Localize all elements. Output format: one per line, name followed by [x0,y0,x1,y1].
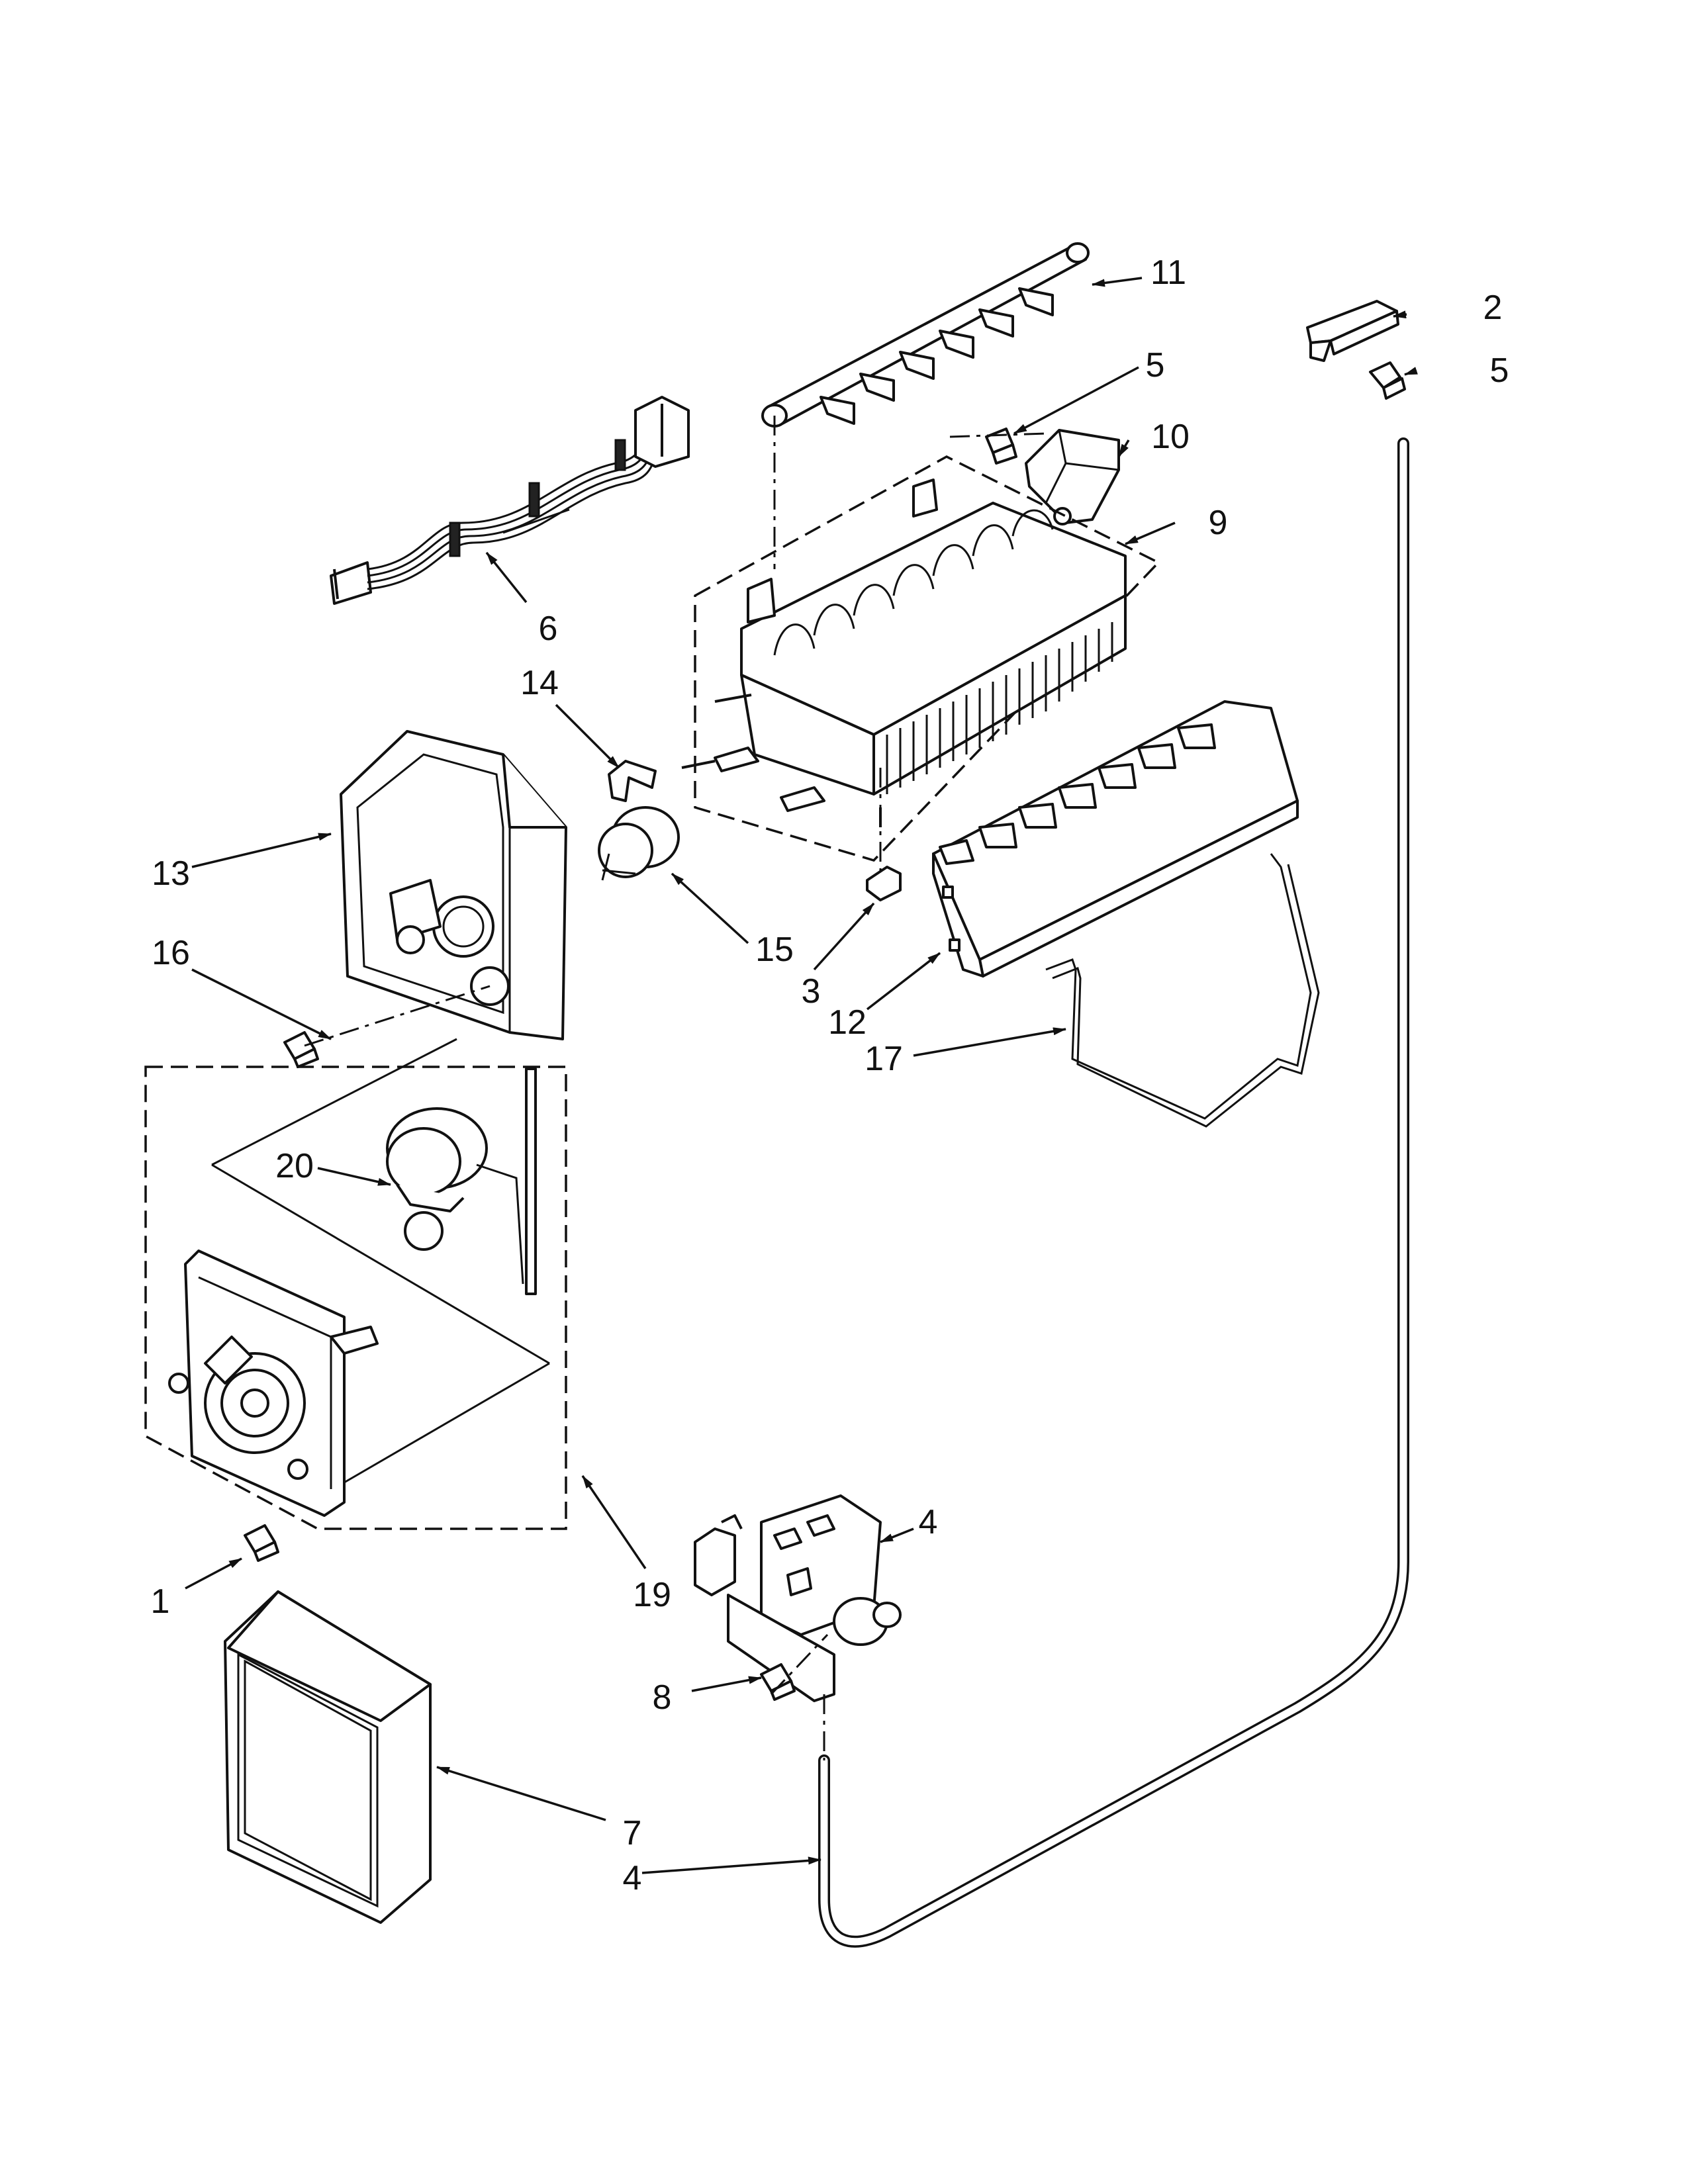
part-3-clip [866,866,902,901]
part-2-clip [1306,300,1399,362]
part-5-screw-center [985,428,1017,465]
part-9-screw [760,1663,796,1701]
callout-leaders [185,277,1418,1874]
part-4-water-tube [818,437,1409,1948]
part-6-water-valve [694,1494,902,1702]
part-1-screw [244,1524,279,1562]
part-11-bracket [1025,429,1120,525]
part-8-cover [224,1590,432,1924]
part-12-ejector [761,242,1090,428]
part-14-housing [340,730,567,1040]
part-19-module-assembly [144,1066,567,1530]
part-20-motor [386,1068,537,1295]
part-5-screw-right [1369,361,1406,400]
part-10-mold [681,455,1160,862]
part-16-thermostat [598,806,680,881]
part-13-stripper [932,700,1299,978]
alignment-lines [211,416,1047,1760]
part-18-shutoff-arm [1045,853,1320,1128]
screw-17-alignment-line [304,985,491,1047]
part-17-screw [283,1031,319,1068]
part-15-clip [608,760,657,802]
part-7-wire-harness [330,396,690,605]
